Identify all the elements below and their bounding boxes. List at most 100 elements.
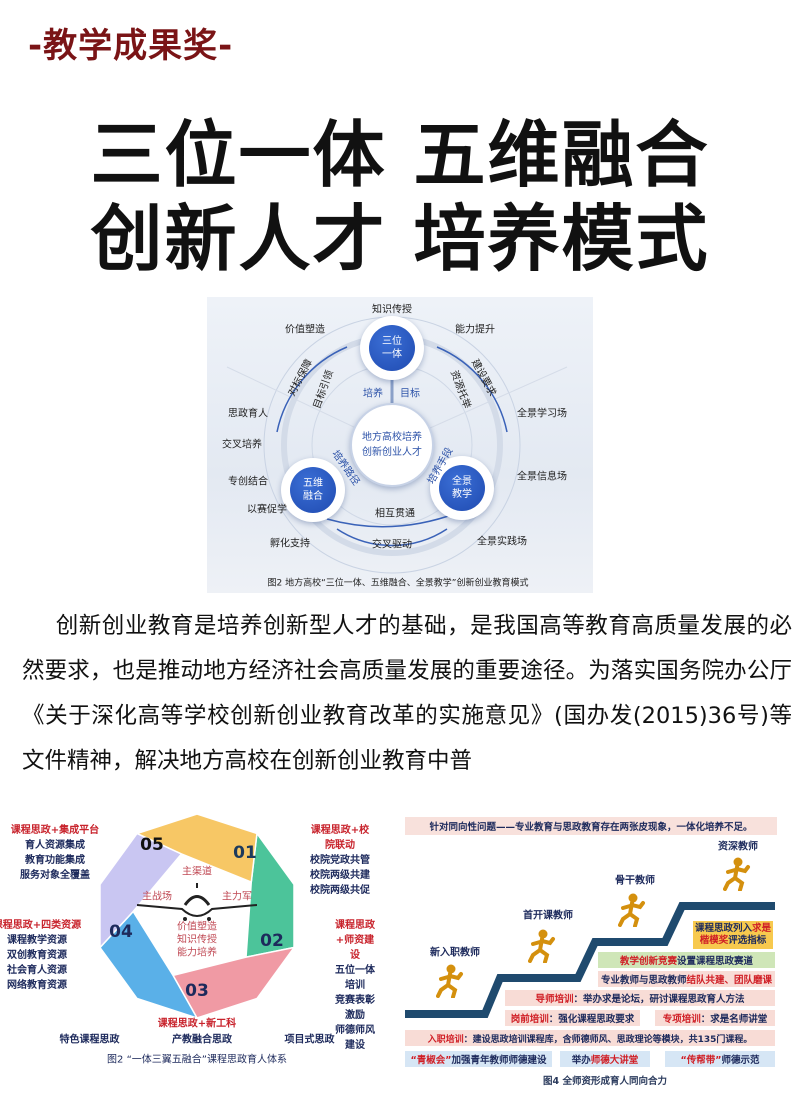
wing-icon xyxy=(137,883,257,921)
label-right-1: 全景信息场 xyxy=(517,471,567,483)
center-line-1: 知识传授 xyxy=(177,934,217,946)
box-text-red: 楷模奖 xyxy=(699,935,729,946)
award-label: -教学成果奖- xyxy=(28,26,234,66)
group-item: 网络教育资源 xyxy=(6,980,67,991)
box-mentor: 导师培训：举办求是论坛，研讨课程思政育人方法 xyxy=(505,990,775,1006)
group-item: 课程教学资源 xyxy=(6,935,67,946)
link-huxiang: 相互贯通 xyxy=(375,508,415,520)
group-head: 课程思政+集成平台 xyxy=(10,825,100,836)
group-head: 课程思政+四类资源 xyxy=(0,920,82,931)
box-text: ：强化课程思政要求 xyxy=(548,1014,635,1025)
group-03-items: 特色课程思政 产教融合思政 项目式思政 xyxy=(60,1031,335,1046)
group-05: 课程思政+集成平台 育人资源集成 教育功能集成 服务对象全覆盖 xyxy=(11,823,99,883)
box-text-red: 求是 xyxy=(752,923,772,934)
model-diagram: 地方高校培养 创新创业人才 三位一体 五维融合 全景教学 知识传授 价值塑造 能… xyxy=(207,297,593,593)
figure1-caption: 图2 地方高校“三位一体、五维融合、全景教学”创新创业教育模式 xyxy=(267,578,529,589)
runner-icon xyxy=(723,857,751,895)
group-04: 课程思政+四类资源 课程教学资源 双创教育资源 社会育人资源 网络教育资源 xyxy=(0,918,81,993)
staircase xyxy=(405,902,775,1018)
segment-num-05: 05 xyxy=(140,835,164,855)
box-text: 设置课程思政赛道 xyxy=(677,956,754,967)
group-item: 校院两级共促 xyxy=(310,885,370,896)
center-main-force: 主力军 xyxy=(222,891,252,903)
label-left-4: 孵化支持 xyxy=(270,538,310,550)
link-peiyang: 培养 xyxy=(363,388,383,400)
role-2: 骨干教师 xyxy=(615,875,655,887)
banner: 针对同向性问题——专业教育与思政教育存在两张皮现象，一体化培养不足。 xyxy=(405,817,777,835)
box-text: ：举办求是论坛，研讨课程思政育人方法 xyxy=(573,994,745,1005)
box-text-red: 专项培训 xyxy=(662,1014,701,1025)
group-item: 产教融合思政 xyxy=(172,1034,232,1046)
label-left-1: 交叉培养 xyxy=(222,439,262,451)
group-item: 双创教育资源 xyxy=(6,950,67,961)
group-03-head: 课程思政+新工科 xyxy=(157,1018,237,1030)
box-text-red: 岗前培训 xyxy=(510,1014,549,1025)
center-main-channel: 主渠道 xyxy=(182,866,212,878)
group-item: 育人资源集成 xyxy=(24,840,85,851)
box-text: 加强青年教师师德建设 xyxy=(451,1055,547,1066)
label-left-3: 以赛促学 xyxy=(247,504,287,516)
link-jiaocha: 交叉驱动 xyxy=(372,539,412,551)
node-wuwei: 五维融合 xyxy=(281,458,345,522)
box-text: 举办 xyxy=(571,1055,591,1066)
label-value: 价值塑造 xyxy=(285,324,325,336)
box-pairing: 专业教师与思政教师结队共建、团队磨课 xyxy=(598,971,775,987)
label-right-2: 全景实践场 xyxy=(477,536,527,548)
box-text-red: 结队共建、团队磨课 xyxy=(686,975,773,986)
box-text-red: 入职培训 xyxy=(427,1034,464,1045)
runner-icon xyxy=(618,893,646,931)
group-item: 教育功能集成 xyxy=(24,855,85,866)
node-sanwei: 三位一体 xyxy=(360,316,424,380)
segment-num-04: 04 xyxy=(109,922,133,942)
group-item: 特色课程思政 xyxy=(59,1034,120,1046)
center-text-1: 地方高校培养 xyxy=(362,432,422,443)
segment-num-03: 03 xyxy=(185,981,209,1001)
ideology-system-diagram: 05 01 02 03 04 主渠道 主战场 主力军 价值塑造 知识传授 能力培… xyxy=(0,808,400,1105)
segment-num-01: 01 xyxy=(233,843,257,863)
center-text-2: 创新创业人才 xyxy=(362,447,422,458)
box-preservice: 岗前培训：强化课程思政要求 xyxy=(505,1010,640,1026)
center-line-0: 价值塑造 xyxy=(177,921,217,933)
title-line-2: 创新人才 培养模式 xyxy=(90,197,710,281)
group-item: 五位一体培训 xyxy=(335,965,375,991)
center-node: 地方高校培养 创新创业人才 xyxy=(350,403,434,487)
group-item: 师德师风建设 xyxy=(335,1025,375,1051)
box-text-red: 教学创新竞赛 xyxy=(619,956,677,967)
group-02: 课程思政+师资建设 五位一体培训 竞赛表彰激励 师德师风建设 xyxy=(333,918,378,1053)
node-quanjing: 全景教学 xyxy=(430,456,494,520)
label-ability: 能力提升 xyxy=(455,324,495,336)
pentagon-ring xyxy=(99,813,296,1020)
box-text: 课程思政列入 xyxy=(694,923,752,934)
box-competition: 教学创新竞赛设置课程思政赛道 xyxy=(598,952,775,968)
group-item: 校院党政共管 xyxy=(310,855,370,866)
group-head: 课程思政+师资建设 xyxy=(335,920,375,961)
group-item: 项目式思政 xyxy=(284,1034,335,1046)
role-0: 新入职教师 xyxy=(430,947,480,959)
role-1: 首开课教师 xyxy=(523,910,573,922)
box-text-red: “传帮带” xyxy=(680,1055,722,1066)
box-text-red: 师德大讲堂 xyxy=(590,1055,639,1066)
box-text: 评选指标 xyxy=(728,935,767,946)
group-item: 竞赛表彰激励 xyxy=(335,995,375,1021)
title-line-1: 三位一体 五维融合 xyxy=(90,113,710,197)
label-left-2: 专创结合 xyxy=(228,476,268,488)
role-3: 资深教师 xyxy=(718,841,758,853)
figure2-caption: 图2 “一体三翼五融合”课程思政育人体系 xyxy=(107,1054,287,1066)
center-line-2: 能力培养 xyxy=(177,947,217,959)
teacher-growth-diagram: 针对同向性问题——专业教育与思政教育存在两张皮现象，一体化培养不足。 新入职教师… xyxy=(400,808,800,1105)
box-special: 专项培训：求是名师讲堂 xyxy=(655,1010,775,1026)
label-knowledge: 知识传授 xyxy=(372,304,412,316)
runner-icon xyxy=(528,929,556,967)
figure3-caption: 图4 全师资形成育人同向合力 xyxy=(543,1076,667,1087)
box-text: 专业教师与思政教师 xyxy=(600,975,687,986)
body-paragraph: 创新创业教育是培养创新型人才的基础，是我国高等教育高质量发展的必然要求，也是推动… xyxy=(22,604,792,784)
box-text: ：求是名师讲堂 xyxy=(700,1014,768,1025)
box-text: ：建设思政培训课程库，含师德师风、思政理论等模块，共135门课程。 xyxy=(463,1034,753,1045)
group-item: 校院两级共建 xyxy=(310,870,370,881)
group-item: 社会育人资源 xyxy=(6,965,67,976)
segment-05 xyxy=(134,813,258,884)
box-text-red: 导师培训 xyxy=(535,994,574,1005)
segment-num-02: 02 xyxy=(260,931,284,951)
box-lecture: 举办师德大讲堂 xyxy=(560,1051,650,1067)
box-induction: 入职培训：建设思政培训课程库，含师德师风、思政理论等模块，共135门课程。 xyxy=(405,1030,775,1046)
